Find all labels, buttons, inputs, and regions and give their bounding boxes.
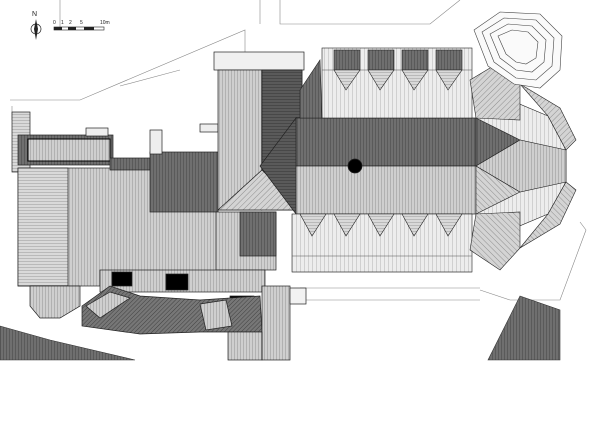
south-chapels — [291, 213, 473, 273]
scale-tick-5: 5 — [80, 20, 83, 26]
scale-tick-0: 0 — [53, 20, 56, 26]
west-wing — [11, 111, 219, 319]
scale-tick-1: 1 — [61, 20, 64, 26]
nave — [259, 116, 477, 216]
scale-tick-2: 2 — [69, 20, 72, 26]
scale-bar: 0 1 2 5 10m — [53, 20, 110, 31]
south-range — [81, 269, 307, 361]
north-arrow-letter: N — [32, 11, 37, 18]
north-arrow: N — [30, 11, 42, 40]
site-outline-lines — [10, 0, 587, 301]
tower-marker — [347, 158, 363, 174]
apse — [469, 61, 577, 271]
north-chapels — [299, 47, 473, 119]
ground-areas — [0, 295, 561, 361]
scale-tick-10m: 10m — [100, 20, 110, 26]
stepped-rotunda — [473, 11, 563, 89]
